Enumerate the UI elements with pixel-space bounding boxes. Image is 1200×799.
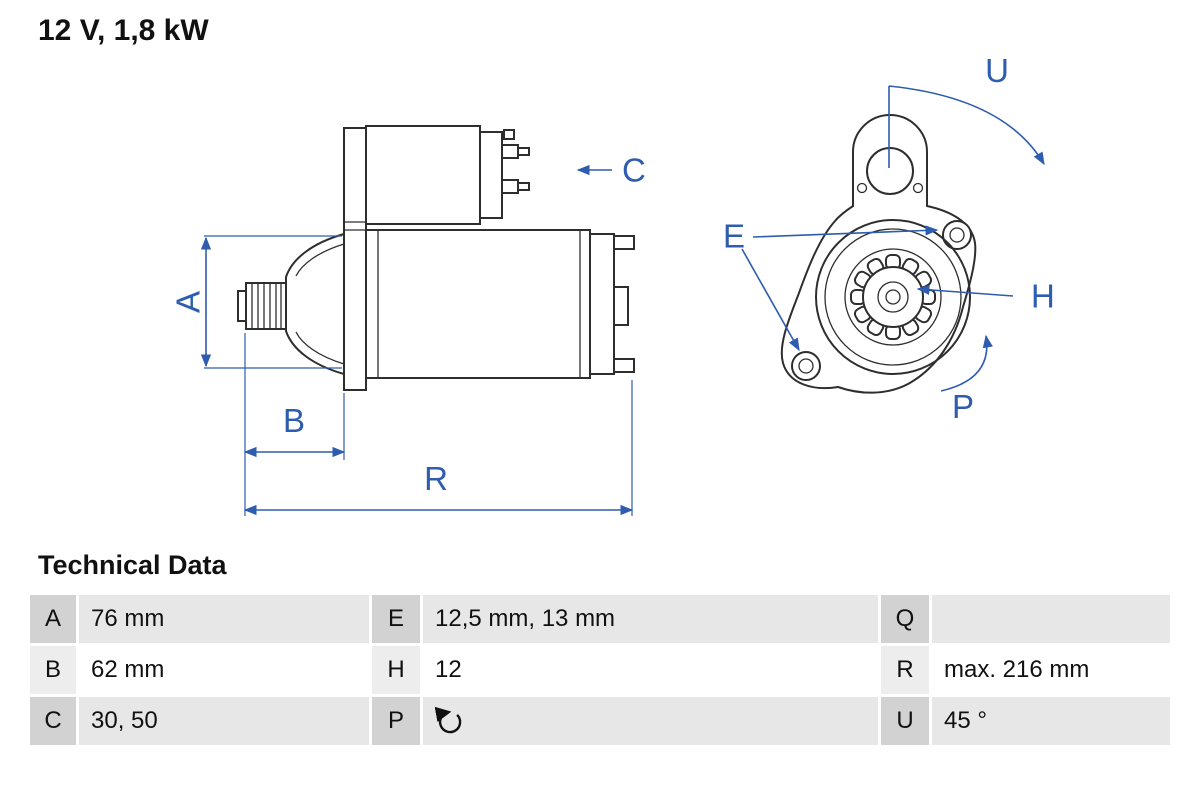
table-key-u: U [881, 697, 929, 745]
motor-body [363, 229, 635, 379]
bolt-hole-bottom-left [791, 351, 821, 381]
annotation-h: H [916, 278, 1055, 315]
table-value-p [423, 697, 878, 745]
table-value-h: 12 [423, 646, 878, 694]
table-value-u: 45 ° [932, 697, 1170, 745]
table-value-a: 76 mm [79, 595, 369, 643]
table-key-b: B [30, 646, 76, 694]
dimension-r: R [243, 380, 634, 516]
dimension-b: B [243, 333, 346, 516]
table-key-q: Q [881, 595, 929, 643]
table-value-r: max. 216 mm [932, 646, 1170, 694]
starter-motor-diagram: A B R C [170, 52, 1055, 516]
table-key-p: P [372, 697, 420, 745]
dimension-a: A [170, 235, 342, 369]
pinion-front-gear [850, 254, 936, 340]
table-value-e: 12,5 mm, 13 mm [423, 595, 878, 643]
solenoid [365, 125, 530, 225]
dimension-label-c: C [622, 152, 646, 189]
dimension-label-p: P [952, 388, 974, 425]
dimension-label-r: R [424, 460, 448, 497]
dimension-label-e: E [723, 218, 745, 255]
front-view-drawing: U E H P [723, 52, 1055, 425]
bolt-hole-top-right [942, 220, 972, 250]
table-value-q [932, 595, 1170, 643]
table-key-c: C [30, 697, 76, 745]
top-mount-hole [866, 147, 914, 195]
pinion-gear [237, 282, 287, 330]
annotation-e: E [723, 218, 939, 352]
drive-end-cone [285, 232, 345, 376]
clockwise-rotation-icon [435, 706, 462, 734]
dimension-label-b: B [283, 402, 305, 439]
annotation-p: P [940, 334, 993, 425]
table-key-h: H [372, 646, 420, 694]
technical-data-heading: Technical Data [38, 550, 227, 580]
technical-data-section: Technical Data A 76 mm E 12,5 mm, 13 mm … [0, 546, 1200, 745]
table-key-r: R [881, 646, 929, 694]
page-title: 12 V, 1,8 kW [38, 14, 209, 47]
table-key-a: A [30, 595, 76, 643]
table-value-b: 62 mm [79, 646, 369, 694]
dimension-label-h: H [1031, 278, 1055, 315]
dimension-c: C [576, 152, 646, 189]
table-value-c: 30, 50 [79, 697, 369, 745]
dimension-label-a: A [170, 291, 207, 313]
mounting-bracket [343, 127, 367, 391]
annotation-u: U [888, 52, 1045, 168]
technical-data-table: A 76 mm E 12,5 mm, 13 mm Q B 62 mm H 12 … [30, 595, 1170, 745]
table-key-e: E [372, 595, 420, 643]
dimension-label-u: U [985, 52, 1009, 89]
side-view-drawing: A B R C [170, 125, 646, 516]
